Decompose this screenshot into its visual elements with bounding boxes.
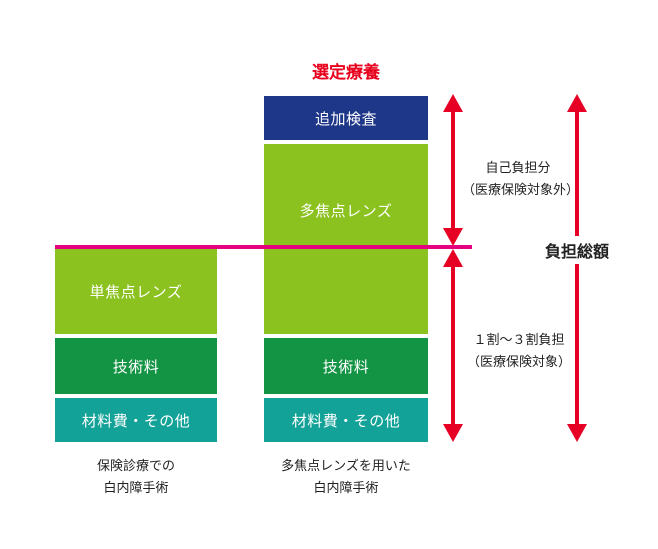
right-caption-line1: 多焦点レンズを用いた	[281, 459, 411, 474]
left-caption-line2: 白内障手術	[103, 481, 169, 496]
diagram-title: 選定療養	[312, 63, 380, 83]
right-caption: 多焦点レンズを用いた 白内障手術	[254, 456, 438, 500]
self-pay-label: 自己負担分 （医療保険対象外）	[462, 158, 579, 202]
block-materials-left: 材料費・その他	[55, 398, 217, 442]
left-caption-line1: 保険診療での	[96, 459, 175, 474]
copay-label: １割〜３割負担 （医療保険対象）	[466, 330, 572, 374]
self-pay-label-line2: （医療保険対象外）	[462, 183, 580, 198]
copay-label-line1: １割〜３割負担	[473, 333, 565, 348]
left-caption: 保険診療での 白内障手術	[55, 456, 217, 500]
block-materials-right: 材料費・その他	[264, 398, 428, 442]
block-multifocal-lens-label: 多焦点レンズ	[299, 202, 393, 220]
block-multifocal-lens: 多焦点レンズ	[264, 144, 428, 334]
copay-label-line2: （医療保険対象）	[466, 355, 571, 370]
self-pay-arrow	[443, 94, 463, 246]
self-pay-label-line1: 自己負担分	[485, 161, 551, 176]
block-single-focus-lens: 単焦点レンズ	[55, 248, 217, 334]
copay-arrow	[443, 249, 463, 442]
total-arrow	[567, 94, 587, 442]
block-additional-tests: 追加検査	[264, 96, 428, 140]
block-technical-fee-left: 技術料	[55, 338, 217, 394]
right-caption-line2: 白内障手術	[313, 481, 379, 496]
total-label: 負担総額	[538, 236, 616, 264]
block-technical-fee-right: 技術料	[264, 338, 428, 394]
